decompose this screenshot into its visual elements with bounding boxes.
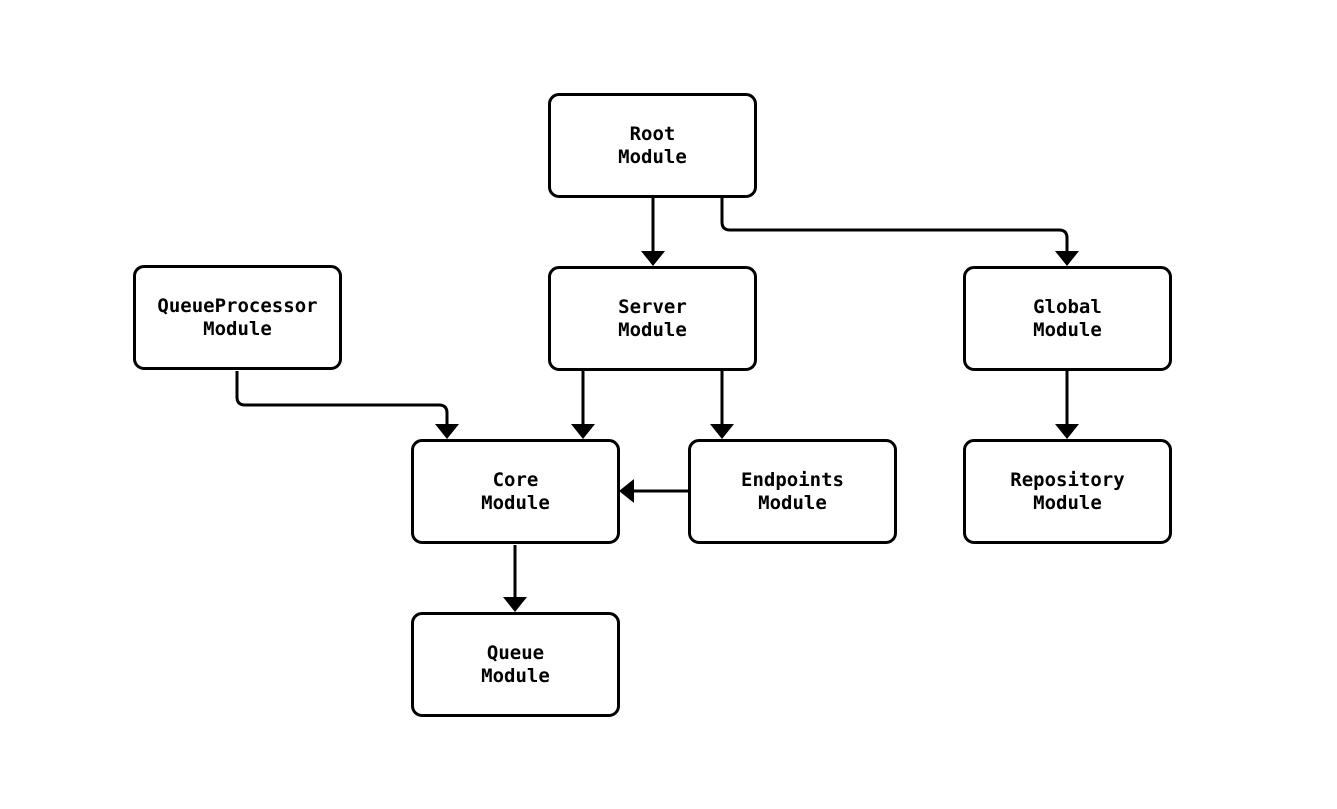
node-server-module-label: Server Module: [618, 295, 687, 341]
node-endpoints-module-label: Endpoints Module: [741, 468, 844, 514]
node-global-module: Global Module: [963, 266, 1172, 371]
node-core-module-label: Core Module: [481, 468, 550, 514]
edge-root-global: [720, 198, 1079, 266]
node-root-module: Root Module: [548, 93, 757, 198]
node-repository-module-label: Repository Module: [1010, 468, 1125, 514]
node-repository-module: Repository Module: [963, 439, 1172, 544]
edge-queueprocessor-core: [235, 371, 459, 439]
node-queue-module: Queue Module: [411, 612, 620, 717]
edge-core-queue: [503, 545, 527, 612]
node-root-module-label: Root Module: [618, 122, 687, 168]
edge-server-endpoints: [710, 371, 734, 439]
node-server-module: Server Module: [548, 266, 757, 371]
edge-root-server: [641, 198, 665, 266]
node-queueprocessor-module-label: QueueProcessor Module: [157, 294, 318, 340]
node-queueprocessor-module: QueueProcessor Module: [133, 265, 342, 370]
edge-endpoints-core: [619, 479, 688, 503]
node-endpoints-module: Endpoints Module: [688, 439, 897, 544]
edge-global-repository: [1055, 371, 1079, 439]
edge-server-core: [571, 371, 595, 439]
node-queue-module-label: Queue Module: [481, 641, 550, 687]
node-core-module: Core Module: [411, 439, 620, 544]
node-global-module-label: Global Module: [1033, 295, 1102, 341]
